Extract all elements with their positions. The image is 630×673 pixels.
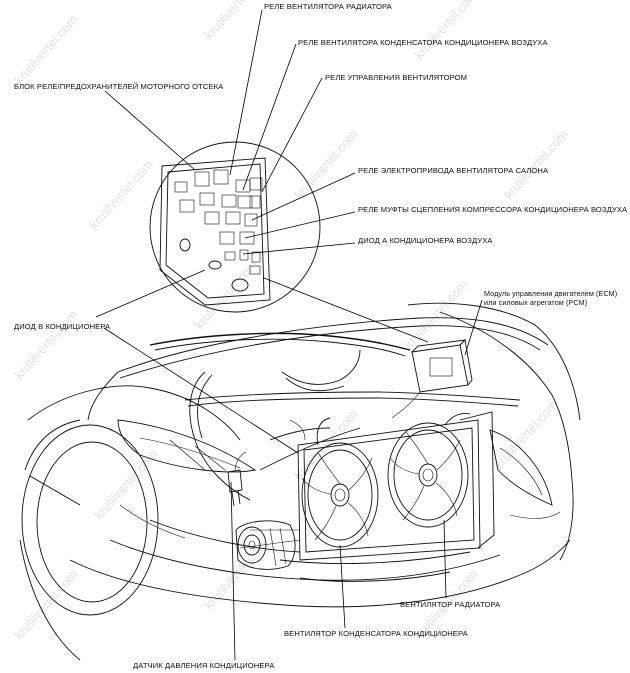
fuse-cell [251, 251, 261, 263]
label-condenser-fan: ВЕНТИЛЯТОР КОНДЕНСАТОРА КОНДИЦИОНЕРА [284, 629, 469, 638]
label-ecm-line2: или силовых агрегатом (PCM) [484, 298, 587, 307]
label-engine-fuse-relay-box: БЛОК РЕЛЕ/ПРЕДОХРАНИТЕЛЕЙ МОТОРНОГО ОТСЕ… [14, 82, 224, 91]
watermark-text: krutilvertel.com [201, 0, 271, 42]
fuse-cell [249, 195, 261, 209]
fuse-cell [249, 265, 261, 275]
ac-pressure-sensor [227, 451, 247, 507]
label-ac-diode-a: ДИОД А КОНДИЦИОНЕРА ВОЗДУХА [358, 236, 493, 245]
leader-lines [29, 9, 483, 661]
label-blower-motor-relay: РЕЛЕ ЭЛЕКТРОПРИВОДА ВЕНТИЛЯТОРА САЛОНА [358, 166, 549, 175]
label-radiator-fan-relay: РЕЛЕ ВЕНТИЛЯТОРА РАДИАТОРА [264, 2, 393, 11]
label-fan-control-relay: РЕЛЕ УПРАВЛЕНИЯ ВЕНТИЛЯТОРОМ [325, 73, 467, 82]
label-radiator-fan: ВЕНТИЛЯТОР РАДИАТОРА [400, 600, 501, 609]
fuse-cell [237, 195, 253, 209]
fuse-cell [224, 251, 236, 261]
watermark-text: krutilvertel.com [291, 127, 361, 202]
fuse-cell [244, 213, 258, 227]
fuse-cells [194, 169, 263, 275]
fuse-cell [219, 231, 235, 245]
fuse-cell [194, 171, 210, 187]
fuse-cell [235, 179, 251, 193]
fuse-cell [221, 194, 237, 208]
watermark-text: krutilvertel.com [86, 157, 156, 232]
label-ac-diode: ДИОД В КОНДИЦИОНЕРА [14, 322, 111, 331]
label-compressor-clutch-relay: РЕЛЕ МУФТЫ СЦЕПЛЕНИЯ КОМПРЕССОРА КОНДИЦИ… [358, 205, 628, 214]
fuse-cell [213, 169, 229, 185]
ecm-module [391, 339, 473, 419]
label-ecm-line1: Модуль управления двигателем (ECM) [484, 289, 617, 298]
watermark-text: krutilvertel.com [411, 0, 481, 62]
label-ac-condenser-fan-relay: РЕЛЕ ВЕНТИЛЯТОРА КОНДЕНСАТОРА КОНДИЦИОНЕ… [298, 38, 548, 47]
radiator-assembly [239, 411, 495, 561]
label-ac-pressure-sensor: ДАТЧИК ДАВЛЕНИЯ КОНДИЦИОНЕРА [133, 661, 275, 670]
fuse-cell [199, 192, 215, 206]
fuse-cell [239, 249, 249, 261]
fuse-cell [225, 211, 241, 225]
fuse-cell [239, 231, 255, 245]
watermark-text: krutilvertel.com [501, 127, 571, 202]
watermark-text: krutilvertel.com [11, 567, 81, 642]
fuse-box-callout [149, 141, 321, 313]
watermark-text: krutilvertel.com [11, 307, 81, 382]
hoses [149, 332, 521, 501]
watermark-text: krutilvertel.com [11, 12, 81, 87]
fuse-cell [204, 211, 220, 225]
labels: РЕЛЕ ВЕНТИЛЯТОРА РАДИАТОРА РЕЛЕ ВЕНТИЛЯТ… [14, 2, 628, 670]
fuse-cell [249, 177, 263, 191]
ac-compressor [235, 520, 296, 570]
